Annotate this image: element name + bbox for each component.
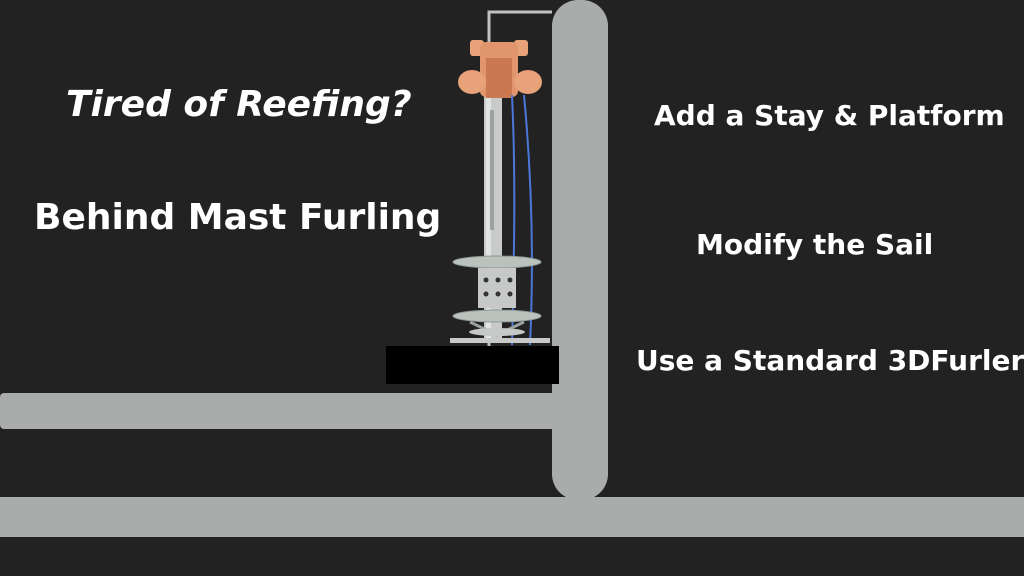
- option-standard-furler: Use a Standard 3DFurler: [636, 344, 1024, 377]
- copper-bracket: [458, 40, 542, 98]
- cable-right: [523, 94, 533, 346]
- mast-column: [552, 0, 608, 500]
- option-add-stay: Add a Stay & Platform: [654, 99, 1005, 132]
- upper-platform: [452, 255, 542, 308]
- subheading: Behind Mast Furling: [34, 197, 442, 238]
- deck-bar: [0, 497, 1024, 537]
- option-modify-sail: Modify the Sail: [696, 228, 934, 261]
- headline: Tired of Reefing?: [66, 84, 412, 125]
- boom-bar: [0, 393, 560, 429]
- lower-platform: [450, 309, 550, 343]
- redaction-block: [386, 346, 559, 384]
